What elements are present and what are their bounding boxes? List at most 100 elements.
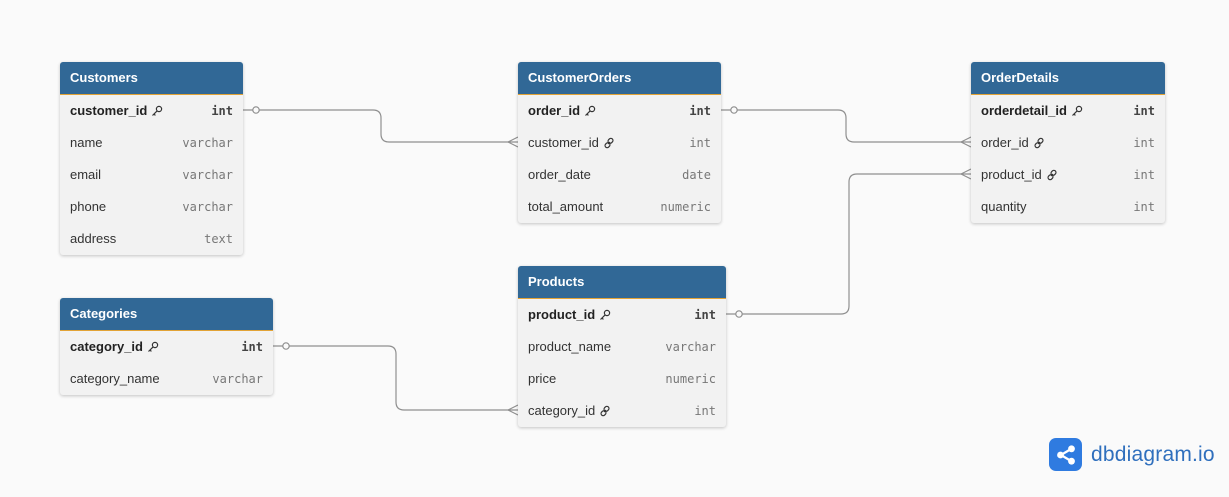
- key-icon: [599, 309, 611, 321]
- field-name-wrap: category_id: [528, 395, 611, 427]
- field-name-wrap: product_name: [528, 331, 611, 363]
- field-name-wrap: email: [70, 159, 101, 191]
- field-name: category_id: [70, 339, 143, 354]
- key-icon: [1071, 105, 1083, 117]
- field-row[interactable]: category_name varchar: [60, 363, 273, 395]
- field-row[interactable]: price numeric: [518, 363, 726, 395]
- field-name: product_id: [981, 167, 1042, 182]
- field-row[interactable]: product_id int: [971, 159, 1165, 191]
- many-end-marker: [960, 136, 972, 148]
- relationship-line[interactable]: [243, 109, 518, 143]
- table-header[interactable]: Categories: [60, 298, 273, 331]
- field-name-wrap: customer_id: [528, 127, 615, 159]
- table-header[interactable]: OrderDetails: [971, 62, 1165, 95]
- field-name-wrap: product_id: [528, 299, 611, 331]
- field-name: address: [70, 231, 117, 246]
- field-row[interactable]: name varchar: [60, 127, 243, 159]
- field-type: int: [689, 136, 711, 150]
- table-header[interactable]: Products: [518, 266, 726, 299]
- relationship-line[interactable]: [273, 345, 518, 411]
- field-type: numeric: [665, 372, 716, 386]
- table-customers[interactable]: Customers customer_id int name varchar email v…: [60, 62, 243, 255]
- field-type: int: [211, 104, 233, 118]
- field-name: order_id: [528, 103, 581, 118]
- field-name: quantity: [981, 199, 1027, 214]
- field-name-wrap: customer_id: [70, 95, 163, 127]
- link-icon: [1033, 137, 1045, 149]
- field-row[interactable]: order_date date: [518, 159, 721, 191]
- field-name-wrap: category_name: [70, 363, 160, 395]
- key-icon: [151, 105, 163, 117]
- field-name-wrap: price: [528, 363, 556, 395]
- field-type: date: [682, 168, 711, 182]
- link-icon: [603, 137, 615, 149]
- field-name: product_id: [528, 307, 596, 322]
- field-name: category_id: [528, 403, 596, 418]
- field-name: order_id: [981, 135, 1029, 150]
- field-name: product_name: [528, 339, 612, 354]
- relationship-line[interactable]: [726, 173, 971, 315]
- field-row[interactable]: category_id int: [518, 395, 726, 427]
- field-row[interactable]: orderdetail_id int: [971, 95, 1165, 127]
- link-icon: [1046, 169, 1058, 181]
- field-row[interactable]: customer_id int: [60, 95, 243, 127]
- field-name-wrap: product_id: [981, 159, 1058, 191]
- table-categories[interactable]: Categories category_id int category_name var…: [60, 298, 273, 395]
- table-header[interactable]: Customers: [60, 62, 243, 95]
- field-row[interactable]: order_id int: [518, 95, 721, 127]
- field-type: varchar: [182, 168, 233, 182]
- field-name-wrap: orderdetail_id: [981, 95, 1083, 127]
- link-icon: [599, 405, 611, 417]
- field-name: order_date: [528, 167, 591, 182]
- key-icon: [147, 341, 159, 353]
- field-name-wrap: total_amount: [528, 191, 603, 223]
- one-end-marker: [730, 106, 738, 114]
- field-row[interactable]: category_id int: [60, 331, 273, 363]
- field-type: varchar: [212, 372, 263, 386]
- brand-name: dbdiagram.io: [1091, 442, 1215, 466]
- field-type: int: [694, 308, 716, 322]
- field-name: total_amount: [528, 199, 604, 214]
- field-name-wrap: name: [70, 127, 103, 159]
- field-type: int: [694, 404, 716, 418]
- field-type: int: [241, 340, 263, 354]
- field-name-wrap: category_id: [70, 331, 159, 363]
- one-end-marker: [282, 342, 290, 350]
- field-name: email: [70, 167, 102, 182]
- field-type: int: [689, 104, 711, 118]
- field-type: int: [1133, 168, 1155, 182]
- field-type: int: [1133, 200, 1155, 214]
- one-end-marker: [735, 310, 743, 318]
- field-type: int: [1133, 104, 1155, 118]
- field-name: name: [70, 135, 103, 150]
- brand[interactable]: dbdiagram.io: [1049, 438, 1215, 471]
- field-type: varchar: [665, 340, 716, 354]
- field-name: category_name: [70, 371, 160, 386]
- share-nodes-icon: [1049, 438, 1082, 471]
- field-name: price: [528, 371, 557, 386]
- field-row[interactable]: order_id int: [971, 127, 1165, 159]
- field-name: customer_id: [70, 103, 148, 118]
- field-name-wrap: order_id: [981, 127, 1045, 159]
- field-row[interactable]: product_id int: [518, 299, 726, 331]
- field-row[interactable]: product_name varchar: [518, 331, 726, 363]
- relationship-line[interactable]: [721, 109, 971, 143]
- field-type: varchar: [182, 136, 233, 150]
- field-name-wrap: quantity: [981, 191, 1027, 223]
- field-row[interactable]: customer_id int: [518, 127, 721, 159]
- field-name: orderdetail_id: [981, 103, 1067, 118]
- field-name: phone: [70, 199, 107, 214]
- field-name-wrap: order_date: [528, 159, 591, 191]
- field-row[interactable]: email varchar: [60, 159, 243, 191]
- table-header[interactable]: CustomerOrders: [518, 62, 721, 95]
- field-row[interactable]: quantity int: [971, 191, 1165, 223]
- many-end-marker: [507, 404, 519, 416]
- field-name-wrap: order_id: [528, 95, 596, 127]
- field-type: int: [1133, 136, 1155, 150]
